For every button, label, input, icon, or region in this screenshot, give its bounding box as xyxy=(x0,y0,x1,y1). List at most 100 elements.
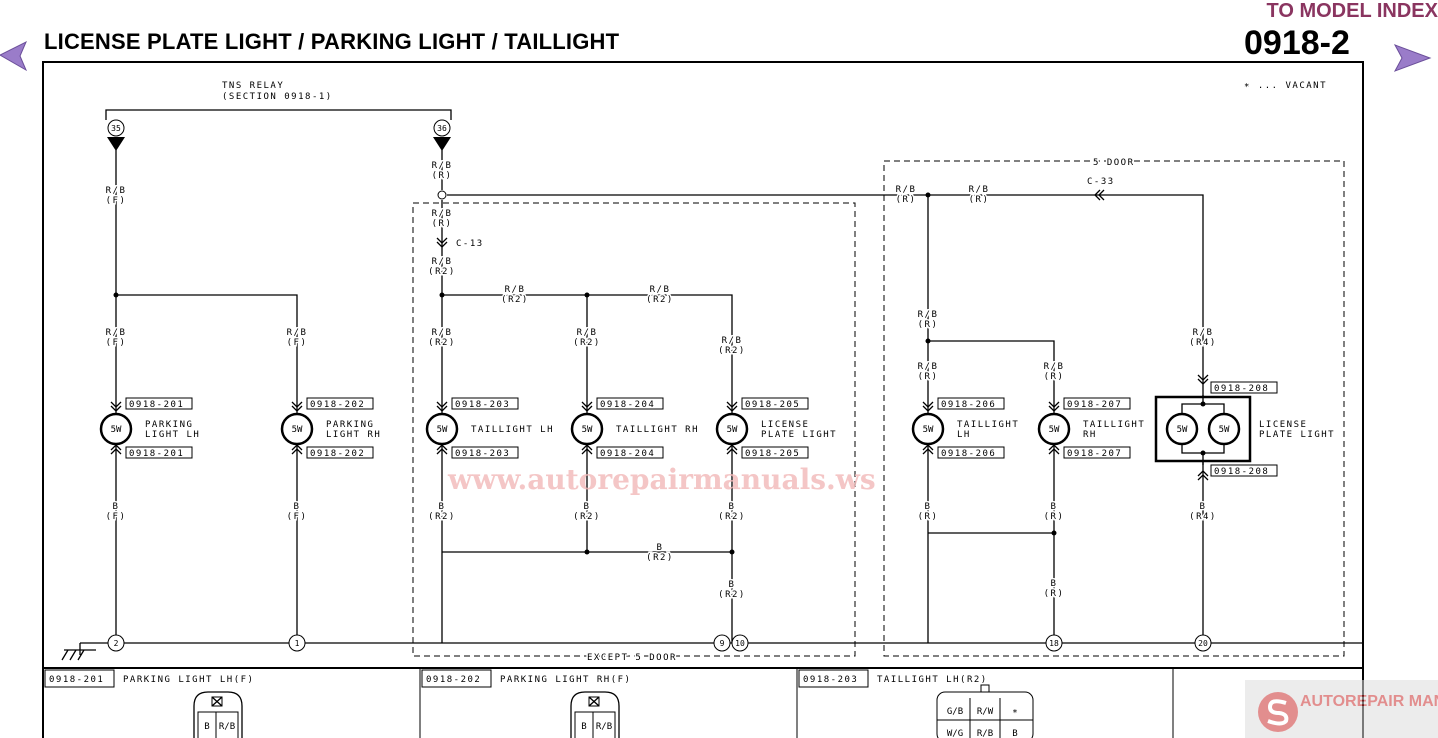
wire-color-label: R/B xyxy=(969,185,990,195)
svg-text:W/G: W/G xyxy=(947,729,963,738)
wire-color-label: B xyxy=(294,502,301,512)
wire-color-label: R/B xyxy=(287,328,308,338)
wire-circuit-label: (R2) xyxy=(718,512,746,522)
connector-code: 0918-207 xyxy=(1067,449,1122,459)
wire-color-label: R/B xyxy=(432,257,453,267)
lamp-rating: 5W xyxy=(1049,425,1060,435)
except-5-door-label: EXCEPT 5 DOOR xyxy=(587,653,677,663)
lamp-label: RH xyxy=(1083,430,1097,440)
lamp-label: PLATE LIGHT xyxy=(761,430,837,440)
svg-text:1: 1 xyxy=(295,639,300,648)
wire-color-label: R/B xyxy=(432,209,453,219)
svg-text:R/W: R/W xyxy=(977,707,994,717)
relay-terminal-35: 35 xyxy=(107,119,125,151)
lamp-label: TAILLIGHT LH xyxy=(471,425,554,435)
wire-color-label: R/B xyxy=(918,310,939,320)
connector-code: 0918-208 xyxy=(1214,467,1269,477)
model-index-link[interactable]: TO MODEL INDEX xyxy=(1266,0,1438,22)
connector-code: 0918-201 xyxy=(129,449,184,459)
wire-color-label: R/B xyxy=(432,161,453,171)
wire-circuit-label: (R) xyxy=(969,195,990,205)
wire-circuit-label: (R) xyxy=(1044,372,1065,382)
lamp-rating: 5W xyxy=(727,425,738,435)
panel-name: TAILLIGHT LH(R2) xyxy=(877,675,988,685)
connector-code: 0918-201 xyxy=(129,400,184,410)
lamp-rating: 5W xyxy=(437,425,448,435)
wire-color-label: R/B xyxy=(432,328,453,338)
wire-circuit-label: (R2) xyxy=(573,512,601,522)
ground-terminal-20: 20 xyxy=(1194,634,1212,652)
lamp-label: PARKING xyxy=(326,420,374,430)
diagram-frame xyxy=(42,61,1364,738)
wire-circuit-label: (F) xyxy=(287,338,308,348)
panel-name: PARKING LIGHT LH(F) xyxy=(123,675,254,685)
svg-text:∗: ∗ xyxy=(1012,707,1017,717)
autorepair-logo: AUTOREPAIR MANUALS.ws xyxy=(1245,680,1438,738)
connector-code: 0918-202 xyxy=(310,449,365,459)
relay-terminal-36: 36 xyxy=(433,119,451,151)
wire-circuit-label: (R2) xyxy=(573,338,601,348)
wire-color-label: R/B xyxy=(918,362,939,372)
svg-text:18: 18 xyxy=(1049,639,1059,648)
relay-section: (SECTION 0918-1) xyxy=(222,92,333,102)
wire-circuit-label: (F) xyxy=(106,512,127,522)
wire-color-label: B xyxy=(1051,579,1058,589)
wire-color-label: R/B xyxy=(722,336,743,346)
except-5-door-box xyxy=(412,202,856,657)
ground-terminal-1: 1 xyxy=(288,634,306,652)
wire-circuit-label: (R) xyxy=(918,372,939,382)
wire-circuit-label: (R2) xyxy=(428,267,456,277)
next-page-icon[interactable] xyxy=(1393,44,1432,72)
wire-color-label: R/B xyxy=(896,185,917,195)
wire-circuit-label: (R) xyxy=(1044,512,1065,522)
svg-text:9: 9 xyxy=(720,639,725,648)
wire-circuit-label: (F) xyxy=(106,196,127,206)
wire-color-label: R/B xyxy=(650,285,671,295)
lamp-rating: 5W xyxy=(292,425,303,435)
wire-circuit-label: (R) xyxy=(1044,589,1065,599)
connector-code: 0918-205 xyxy=(745,400,800,410)
wire-circuit-label: (R4) xyxy=(1189,338,1217,348)
logo-text: AUTOREPAIR MANUALS.ws xyxy=(1300,693,1438,710)
five-door-box xyxy=(883,160,1345,657)
wire-color-label: B xyxy=(657,543,664,553)
wire-color-label: B xyxy=(439,502,446,512)
wire-circuit-label: (R4) xyxy=(1189,512,1217,522)
lamp-rating: 5W xyxy=(111,425,122,435)
lamp-label: LH xyxy=(957,430,971,440)
ground-terminal-9: 9 xyxy=(713,634,731,652)
panel-name: PARKING LIGHT RH(F) xyxy=(500,675,631,685)
wire-color-label: R/B xyxy=(1044,362,1065,372)
relay-label: TNS RELAY xyxy=(222,81,284,91)
wire-color-label: R/B xyxy=(1193,328,1214,338)
connector-code: 0918-208 xyxy=(1214,384,1269,394)
wire-color-label: R/B xyxy=(505,285,526,295)
lamp-label: LIGHT RH xyxy=(326,430,381,440)
wire-circuit-label: (R2) xyxy=(718,590,746,600)
wire-circuit-label: (R2) xyxy=(646,295,674,305)
wire-color-label: B xyxy=(1200,502,1207,512)
svg-text:2: 2 xyxy=(114,639,119,648)
lamp-label: TAILLIGHT RH xyxy=(616,425,699,435)
connector-code: 0918-203 xyxy=(455,400,510,410)
page-title: LICENSE PLATE LIGHT / PARKING LIGHT / TA… xyxy=(44,29,620,54)
wire-color-label: B xyxy=(1051,502,1058,512)
lamp-rating: 5W xyxy=(1219,425,1230,435)
wire-color-label: B xyxy=(729,502,736,512)
five-door-label: 5 DOOR xyxy=(1093,158,1135,168)
wire-circuit-label: (R) xyxy=(896,195,917,205)
svg-text:B: B xyxy=(1012,729,1017,738)
wire-color-label: R/B xyxy=(106,186,127,196)
vacant-legend: ∗ ... VACANT xyxy=(1244,81,1327,91)
wire-circuit-label: (R2) xyxy=(646,553,674,563)
prev-page-icon[interactable] xyxy=(0,40,28,72)
lamp-label: TAILLIGHT xyxy=(957,420,1019,430)
